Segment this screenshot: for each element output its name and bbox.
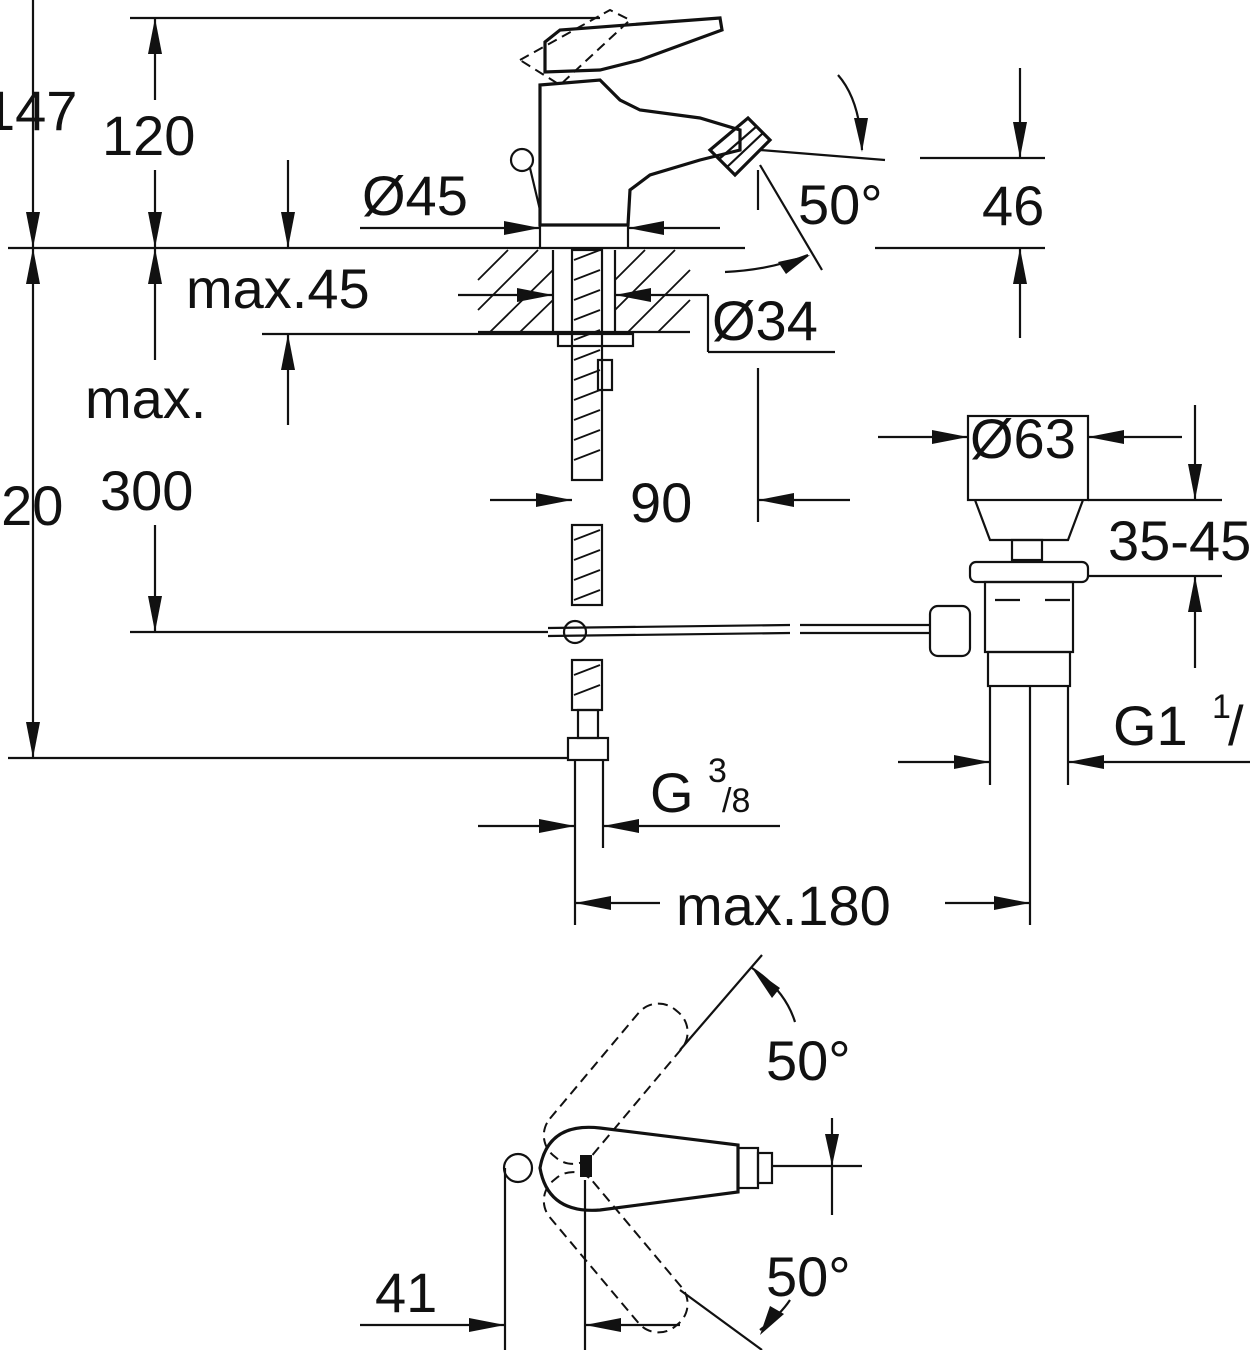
label-41: 41 [375, 1261, 437, 1324]
waste-fitting [928, 414, 1090, 785]
label-diameter-45: Ø45 [362, 164, 468, 227]
dimension-labels: 147 120 Ø45 max.45 Ø34 50° 46 max. 300 4… [0, 79, 1250, 1324]
label-spout-angle: 50° [798, 173, 883, 236]
label-max-180: max.180 [676, 874, 891, 937]
label-g38-sup: 3 [708, 752, 727, 790]
label-max: max. [85, 367, 206, 430]
label-diameter-63: Ø63 [970, 407, 1076, 470]
deck-hatching [477, 249, 691, 334]
pull-rod [547, 619, 930, 645]
label-g1-prefix: G1 [1113, 694, 1188, 757]
label-top-angle: 50° [766, 1029, 851, 1092]
arrowheads [26, 18, 1202, 910]
label-90: 90 [630, 471, 692, 534]
faucet-top-view [360, 954, 862, 1350]
label-120: 120 [102, 104, 195, 167]
label-420: 420 [0, 474, 63, 537]
label-max-45: max.45 [186, 257, 370, 320]
label-147: 147 [0, 79, 77, 142]
label-46: 46 [982, 174, 1044, 237]
label-g1-slash: / [1228, 694, 1244, 757]
label-g38-sub: /8 [722, 782, 750, 820]
label-35-45: 35-45 [1108, 509, 1250, 572]
mounting-stud [556, 248, 635, 848]
faucet-side-view [480, 8, 773, 250]
label-g38-prefix: G [650, 761, 694, 824]
label-diameter-34: Ø34 [712, 289, 818, 352]
label-bottom-angle: 50° [766, 1245, 851, 1308]
label-g1-sup: 1 [1212, 688, 1231, 726]
label-300: 300 [100, 459, 193, 522]
